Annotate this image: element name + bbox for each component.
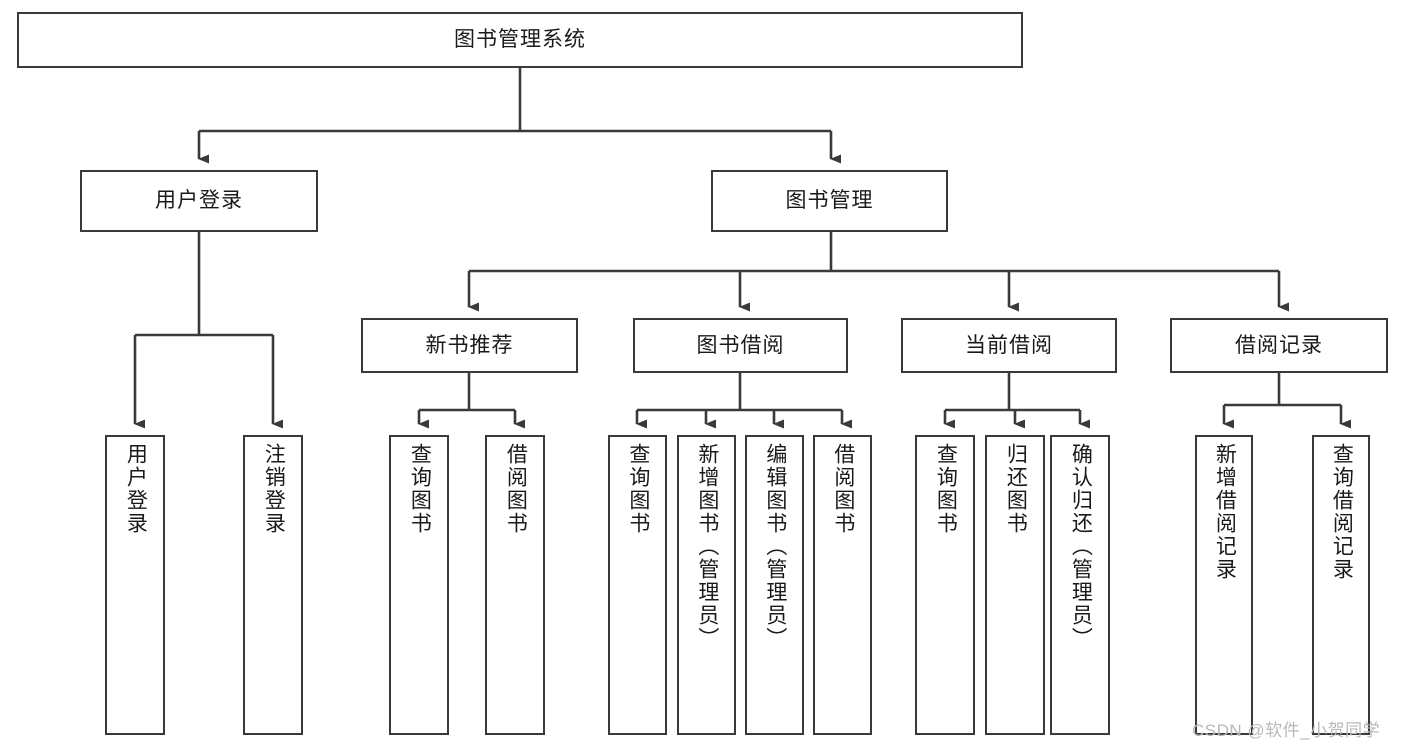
node-leaf-label: 确认归还（管理员） bbox=[1069, 443, 1093, 650]
node-leaf[interactable]: 用户登录 bbox=[105, 435, 165, 735]
node-leaf-label: 注销登录 bbox=[262, 443, 286, 535]
node-leaf-label: 查询图书 bbox=[934, 443, 958, 535]
node-leaf[interactable]: 借阅图书 bbox=[485, 435, 545, 735]
node-leaf-label: 用户登录 bbox=[124, 443, 148, 535]
node-leaf-label: 编辑图书（管理员） bbox=[763, 443, 787, 650]
node-book-management-label: 图书管理 bbox=[785, 189, 874, 213]
node-leaf[interactable]: 查询图书 bbox=[389, 435, 449, 735]
node-leaf[interactable]: 借阅图书 bbox=[813, 435, 872, 735]
node-leaf-label: 查询图书 bbox=[626, 443, 650, 535]
node-leaf[interactable]: 归还图书 bbox=[985, 435, 1045, 735]
node-leaf-label: 新增借阅记录 bbox=[1213, 443, 1237, 581]
node-leaf[interactable]: 查询借阅记录 bbox=[1312, 435, 1370, 735]
node-leaf-label: 查询借阅记录 bbox=[1330, 443, 1354, 581]
node-current-borrow-label: 当前借阅 bbox=[965, 333, 1053, 357]
node-new-book-recommend[interactable]: 新书推荐 bbox=[361, 318, 578, 373]
node-leaf-label: 新增图书（管理员） bbox=[695, 443, 719, 650]
node-book-management[interactable]: 图书管理 bbox=[711, 170, 948, 232]
node-root-system[interactable]: 图书管理系统 bbox=[17, 12, 1023, 68]
node-leaf[interactable]: 查询图书 bbox=[608, 435, 667, 735]
node-leaf[interactable]: 新增借阅记录 bbox=[1195, 435, 1253, 735]
node-leaf-label: 归还图书 bbox=[1004, 443, 1028, 535]
node-book-borrow[interactable]: 图书借阅 bbox=[633, 318, 848, 373]
node-leaf-label: 借阅图书 bbox=[504, 443, 528, 535]
node-leaf[interactable]: 确认归还（管理员） bbox=[1050, 435, 1110, 735]
node-user-login[interactable]: 用户登录 bbox=[80, 170, 318, 232]
node-leaf[interactable]: 编辑图书（管理员） bbox=[745, 435, 804, 735]
node-borrow-record[interactable]: 借阅记录 bbox=[1170, 318, 1388, 373]
node-leaf[interactable]: 查询图书 bbox=[915, 435, 975, 735]
node-current-borrow[interactable]: 当前借阅 bbox=[901, 318, 1117, 373]
node-user-login-label: 用户登录 bbox=[155, 189, 243, 213]
node-leaf[interactable]: 新增图书（管理员） bbox=[677, 435, 736, 735]
node-new-book-recommend-label: 新书推荐 bbox=[425, 333, 514, 357]
node-root-label: 图书管理系统 bbox=[454, 28, 586, 52]
csdn-watermark: CSDN @软件_小贺同学 bbox=[1192, 721, 1381, 740]
node-book-borrow-label: 图书借阅 bbox=[696, 333, 785, 357]
node-leaf[interactable]: 注销登录 bbox=[243, 435, 303, 735]
node-leaf-label: 借阅图书 bbox=[831, 443, 855, 535]
node-borrow-record-label: 借阅记录 bbox=[1235, 333, 1323, 357]
node-leaf-label: 查询图书 bbox=[408, 443, 432, 535]
